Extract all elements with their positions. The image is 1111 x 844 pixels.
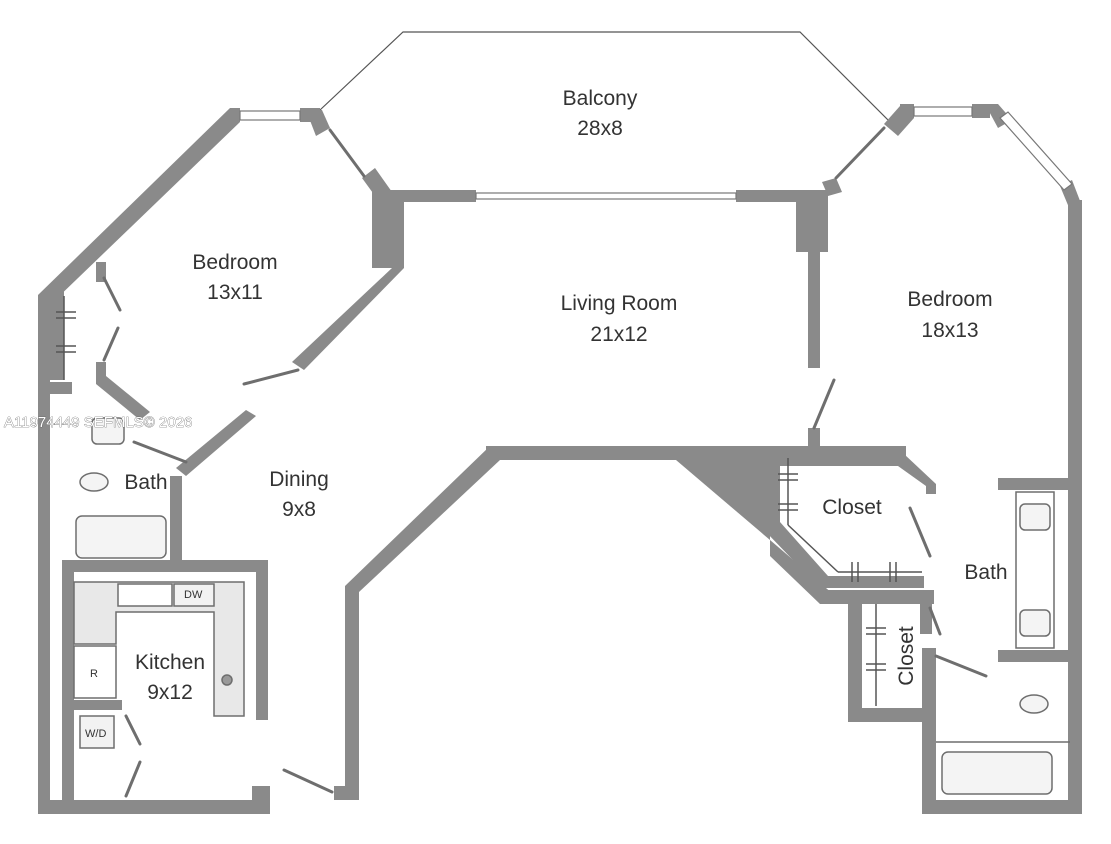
- column-left: [372, 190, 404, 268]
- door-closet-left-b: [102, 326, 120, 362]
- wall-bedroom-right-top-a: [900, 104, 914, 118]
- room-size-bedroom-left: 13x11: [207, 281, 263, 304]
- door-closet-right: [908, 506, 932, 558]
- wall-bedroom-right-top-b: [972, 104, 990, 118]
- door-bath-right-a: [928, 606, 942, 636]
- room-name-bath-right: Bath: [964, 561, 1007, 584]
- wall-bedroom-right-divider-low: [808, 428, 820, 448]
- wall-closet-left-front-a: [96, 262, 106, 282]
- door-laundry-a: [124, 714, 142, 746]
- wall-kitchen-inner-left: [62, 570, 74, 812]
- balcony-railing: [319, 31, 891, 123]
- wall-wedge: [676, 460, 770, 540]
- label-washer-dryer: W/D: [85, 728, 106, 740]
- wall-closet-bottom: [820, 590, 934, 604]
- door-laundry-b: [124, 760, 142, 798]
- wall-bottom-left: [38, 800, 270, 814]
- door-bath-right-b: [934, 654, 988, 678]
- wall-bedroom-right-divider: [808, 250, 820, 368]
- kitchen-fixtures: [73, 581, 245, 749]
- doors: [102, 126, 988, 798]
- wall-closet-vertical-left: [848, 598, 862, 722]
- wall-bath-right-inner: [922, 648, 936, 814]
- wall-bath-dining-diagonal: [176, 410, 256, 476]
- room-name-dining: Dining: [269, 468, 329, 491]
- room-size-bedroom-right: 18x13: [921, 319, 978, 342]
- window-left-bedroom: [239, 110, 301, 121]
- window-right-bedroom-angled: [999, 111, 1073, 191]
- room-name-balcony: Balcony: [563, 87, 638, 110]
- wall-bath-vanity-bottom: [998, 650, 1078, 662]
- door-right-bedroom: [812, 378, 836, 430]
- wall-kitchen-laundry: [62, 700, 122, 710]
- room-size-living-room: 21x12: [590, 323, 647, 346]
- wall-closet-vertical-bottom: [848, 708, 932, 722]
- door-closet-left-a: [102, 276, 122, 312]
- kitchen-counter: [73, 581, 245, 717]
- stove-burner: [221, 674, 233, 686]
- room-size-balcony: 28x8: [577, 117, 623, 140]
- bath-fixtures: [75, 417, 1070, 795]
- window-balcony-slider: [475, 192, 737, 200]
- sink-right-a: [1019, 503, 1051, 531]
- wall-bedroom-right-nw-a: [822, 178, 842, 196]
- wall-balcony-left: [392, 190, 476, 202]
- label-refrigerator: R: [90, 668, 98, 680]
- wall-bath-right: [170, 476, 182, 562]
- door-balcony-left: [328, 128, 366, 178]
- bathtub-right: [941, 751, 1053, 795]
- column-right: [796, 190, 828, 252]
- wall-closet-left-front-b: [96, 362, 106, 384]
- room-name-bedroom-left: Bedroom: [192, 251, 277, 274]
- door-bath-left: [132, 440, 188, 464]
- windows: [239, 106, 1073, 200]
- wall-closet-bottom-diagonal: [770, 540, 840, 604]
- wall-closet-vertical-right: [920, 604, 932, 634]
- toilet-left: [79, 472, 109, 492]
- wall-closet-left-back: [50, 290, 64, 380]
- listing-watermark: A11974449 SEFMLS© 2026: [4, 414, 192, 431]
- wall-bottom-stub: [252, 786, 270, 800]
- wall-bath-right-top: [998, 478, 1078, 490]
- door-balcony-right: [834, 126, 886, 180]
- wall-dining-right: [345, 586, 359, 800]
- wall-left-bedroom-corner: [306, 110, 330, 136]
- kitchen-sink: [117, 583, 173, 607]
- toilet-right: [1019, 694, 1049, 714]
- room-size-dining: 9x8: [282, 498, 316, 521]
- sink-left: [91, 417, 125, 445]
- walls: [38, 104, 1082, 814]
- washer-dryer: [79, 715, 115, 749]
- label-dishwasher: DW: [184, 589, 203, 601]
- room-name-closet-vertical: Closet: [895, 626, 918, 686]
- wall-living-sw-diagonal: [345, 446, 500, 592]
- bathtub-left: [75, 515, 167, 559]
- door-entry: [282, 768, 334, 794]
- room-name-closet-right: Closet: [822, 496, 882, 519]
- dishwasher: [173, 583, 215, 607]
- room-size-kitchen: 9x12: [147, 681, 193, 704]
- wall-right-outer: [1068, 200, 1082, 814]
- door-left-bedroom: [242, 368, 300, 386]
- room-name-bath-left: Bath: [124, 471, 167, 494]
- wall-bedroom-living-diagonal: [292, 268, 404, 370]
- wall-kitchen-top: [62, 560, 268, 572]
- closet-rods: [56, 296, 922, 706]
- room-name-living-room: Living Room: [561, 292, 678, 315]
- refrigerator: [73, 645, 117, 699]
- room-name-bedroom-right: Bedroom: [907, 288, 992, 311]
- wall-kitchen-right: [256, 560, 268, 720]
- room-name-kitchen: Kitchen: [135, 651, 205, 674]
- window-right-bedroom: [913, 106, 973, 117]
- wall-bath-left-top: [50, 382, 72, 394]
- wall-closet-right-outline: [766, 454, 936, 588]
- sink-right-b: [1019, 609, 1051, 637]
- wall-bath-right-bottom: [922, 800, 1082, 814]
- wall-left-bedroom-top-a: [230, 108, 240, 122]
- wall-left-outer: [38, 295, 50, 813]
- wall-left-bedroom-diagonal: [38, 108, 240, 305]
- wall-closet-bath-diagonal: [96, 376, 150, 420]
